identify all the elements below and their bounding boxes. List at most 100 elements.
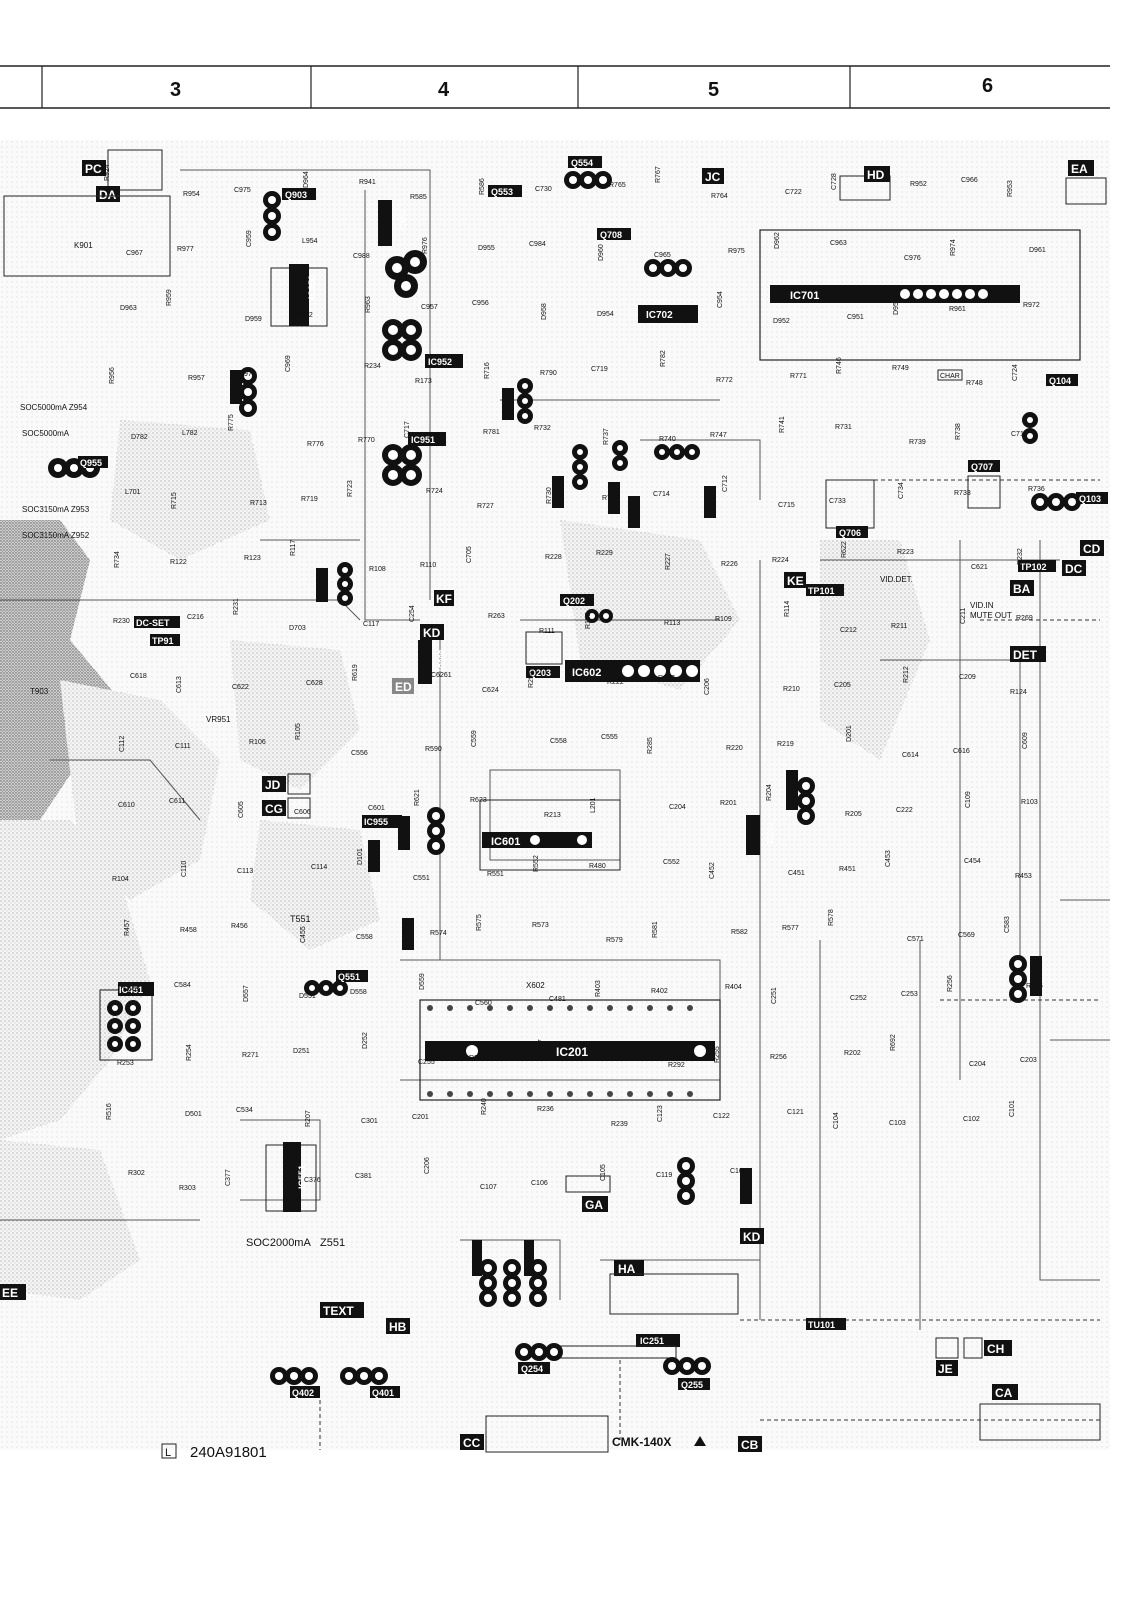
component-ref-label: R736 xyxy=(1028,486,1045,493)
svg-text:TU101: TU101 xyxy=(808,1320,835,1330)
component-ref-label: R581 xyxy=(652,921,659,938)
connector-jc: JC xyxy=(702,168,724,184)
component-ref-label: C976 xyxy=(904,255,921,262)
component-ref-label: R956 xyxy=(109,367,116,384)
component-ref-label: D951 xyxy=(893,298,900,315)
component-ref-label: C611 xyxy=(169,798,185,805)
component-ref-label: D955 xyxy=(478,245,495,252)
svg-text:CB: CB xyxy=(741,1438,759,1452)
corner-letter: L xyxy=(165,1447,171,1459)
component-ref-label: R223 xyxy=(897,549,914,556)
component-ref-label: C251 xyxy=(771,987,778,1004)
ic951: IC951 xyxy=(382,432,446,486)
component-ref-label: C618 xyxy=(130,673,147,680)
component-ref-label: C558 xyxy=(356,934,373,941)
connector-det: DET xyxy=(1010,646,1046,662)
component-ref-label: C122 xyxy=(713,1113,730,1120)
component-ref-label: C454 xyxy=(964,858,981,865)
q207 xyxy=(398,807,445,855)
connector-je: JE xyxy=(935,1337,959,1376)
component-ref-label: R404 xyxy=(725,984,742,991)
component-ref-label: C733 xyxy=(829,498,846,505)
component-ref-label: R229 xyxy=(596,550,613,557)
q203: Q203 xyxy=(525,631,563,678)
component-ref-label: C601 xyxy=(368,805,385,812)
component-ref-label: R770 xyxy=(358,437,375,444)
component-ref-label: R113 xyxy=(664,620,680,627)
component-ref-label: C105 xyxy=(600,1164,607,1181)
component-ref-label: C102 xyxy=(963,1116,980,1123)
svg-text:CA: CA xyxy=(995,1386,1013,1400)
svg-text:PC: PC xyxy=(85,162,102,176)
q501 xyxy=(677,1157,752,1205)
ic951-label: IC951 xyxy=(411,435,435,445)
component-ref-label: R111 xyxy=(539,628,555,635)
q706-label: Q706 xyxy=(839,528,861,538)
component-ref-label: C216 xyxy=(187,614,204,621)
component-ref-label: C719 xyxy=(591,366,608,373)
ic702-label: IC702 xyxy=(646,310,673,321)
component-ref-label: C965 xyxy=(654,252,671,259)
svg-text:KD: KD xyxy=(423,626,441,640)
component-ref-label: C583 xyxy=(1004,916,1011,933)
q553-label: Q553 xyxy=(491,187,513,197)
copper-areas xyxy=(0,140,1110,1450)
component-ref-label: C451 xyxy=(788,870,805,877)
svg-text:CC: CC xyxy=(463,1436,481,1450)
component-ref-label: C117 xyxy=(363,621,379,628)
component-ref-label: C722 xyxy=(785,189,802,196)
connector-tu101: TU101 xyxy=(806,1318,846,1330)
component-ref-label: C108 xyxy=(730,1168,747,1175)
component-ref-label: C967 xyxy=(126,250,143,257)
component-ref-label: R733 xyxy=(954,490,971,497)
svg-text:KF: KF xyxy=(436,592,452,606)
component-ref-label: C206 xyxy=(424,1157,431,1174)
component-ref-label: C552 xyxy=(663,859,680,866)
fuse-1-label: SOC5000mA Z954 xyxy=(20,403,88,412)
component-ref-label: C956 xyxy=(472,300,489,307)
component-ref-label: R295 xyxy=(528,671,535,688)
component-ref-label: C112 xyxy=(119,736,126,752)
ic202-label: IC202 xyxy=(766,821,775,843)
component-ref-label: R212 xyxy=(903,666,910,683)
q706: Q706 xyxy=(825,479,875,538)
q708: Q708 xyxy=(597,228,631,240)
q702 xyxy=(654,444,716,518)
svg-text:DC: DC xyxy=(1065,562,1083,576)
component-ref-label: C628 xyxy=(306,680,323,687)
q704 xyxy=(608,440,628,514)
component-ref-label: R953 xyxy=(1007,180,1014,197)
misc-labels: K901 SOC5000mA Z954 SOC5000mA SOC3150mA … xyxy=(3,195,1056,1249)
component-ref-label: C113 xyxy=(237,868,253,875)
dc-set-label: DC-SET xyxy=(136,618,170,628)
component-ref-label: C724 xyxy=(1012,364,1019,381)
component-ref-label: R480 xyxy=(589,863,606,870)
component-ref-label: C717 xyxy=(404,421,411,438)
component-ref-label: D201 xyxy=(846,725,853,742)
component-ref-label: R776 xyxy=(307,441,324,448)
component-ref-label: R110 xyxy=(420,562,436,569)
component-ref-label: D101 xyxy=(357,848,364,865)
ic551: IC551 xyxy=(265,1142,317,1212)
component-ref-label: R748 xyxy=(966,380,983,387)
svg-text:CD: CD xyxy=(1083,542,1101,556)
component-ref-label: C209 xyxy=(959,674,976,681)
component-ref-label: R692 xyxy=(890,1034,897,1051)
connector-ke: KE xyxy=(784,572,806,588)
component-ref-label: R765 xyxy=(609,182,626,189)
component-ref-label: C452 xyxy=(709,862,716,879)
component-ref-label: C252 xyxy=(850,995,867,1002)
q254-label: Q254 xyxy=(521,1364,543,1374)
q955: Q955 xyxy=(48,456,108,478)
component-ref-label: C551 xyxy=(413,875,430,882)
connector-ee: EE xyxy=(0,1284,26,1300)
component-ref-label: R173 xyxy=(415,378,432,385)
component-ref-label: R782 xyxy=(660,350,667,367)
component-ref-label: R207 xyxy=(305,1110,312,1127)
ic953-label: IC953 xyxy=(399,209,408,231)
component-ref-label: D782 xyxy=(131,434,148,441)
component-ref-label: C624 xyxy=(482,687,499,694)
component-ref-label: R261 xyxy=(469,1055,486,1062)
component-ref-label: R219 xyxy=(777,741,794,748)
